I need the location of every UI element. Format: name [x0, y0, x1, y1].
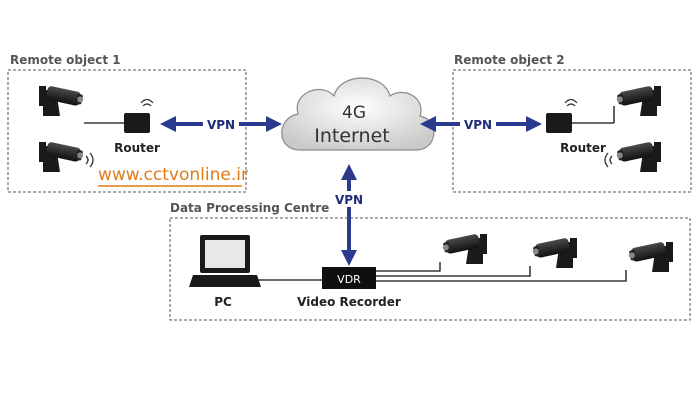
website-link[interactable]: www.cctvonline.ir: [98, 165, 248, 185]
camera-icon: [39, 85, 85, 116]
data-processing-centre-box: [169, 217, 691, 321]
camera-icon: [615, 142, 661, 172]
camera-icon: [39, 141, 85, 172]
internet-cloud: 4G Internet: [281, 77, 435, 151]
camera-icon: [531, 238, 577, 268]
pc-label: PC: [214, 295, 232, 309]
router-2-label: Router: [560, 141, 606, 155]
vpn-arrow-left: [160, 116, 282, 132]
vpn-arrow-down: [330, 164, 368, 266]
video-recorder-label: Video Recorder: [297, 295, 401, 309]
laptop-icon: [189, 235, 261, 287]
router-icon: [124, 98, 154, 133]
cloud-label-internet: Internet: [314, 125, 389, 147]
data-processing-centre-title: Data Processing Centre: [170, 201, 329, 215]
remote-object-2-title: Remote object 2: [454, 53, 565, 67]
camera-icon: [615, 86, 661, 116]
vpn-label-left: VPN: [207, 118, 235, 132]
camera-icon: [441, 234, 487, 264]
vdr-device: [322, 267, 376, 289]
vdr-label: VDR: [337, 273, 361, 286]
router-icon: [546, 98, 578, 133]
vpn-label-right: VPN: [464, 118, 492, 132]
remote-object-1-title: Remote object 1: [10, 53, 121, 67]
wifi-icon: [85, 152, 94, 168]
vpn-label-down: VPN: [335, 193, 363, 207]
cloud-label-4g: 4G: [342, 103, 366, 123]
wifi-icon: [604, 152, 613, 168]
camera-icon: [627, 242, 673, 272]
router-1-label: Router: [114, 141, 160, 155]
vpn-arrow-right: [420, 116, 542, 132]
